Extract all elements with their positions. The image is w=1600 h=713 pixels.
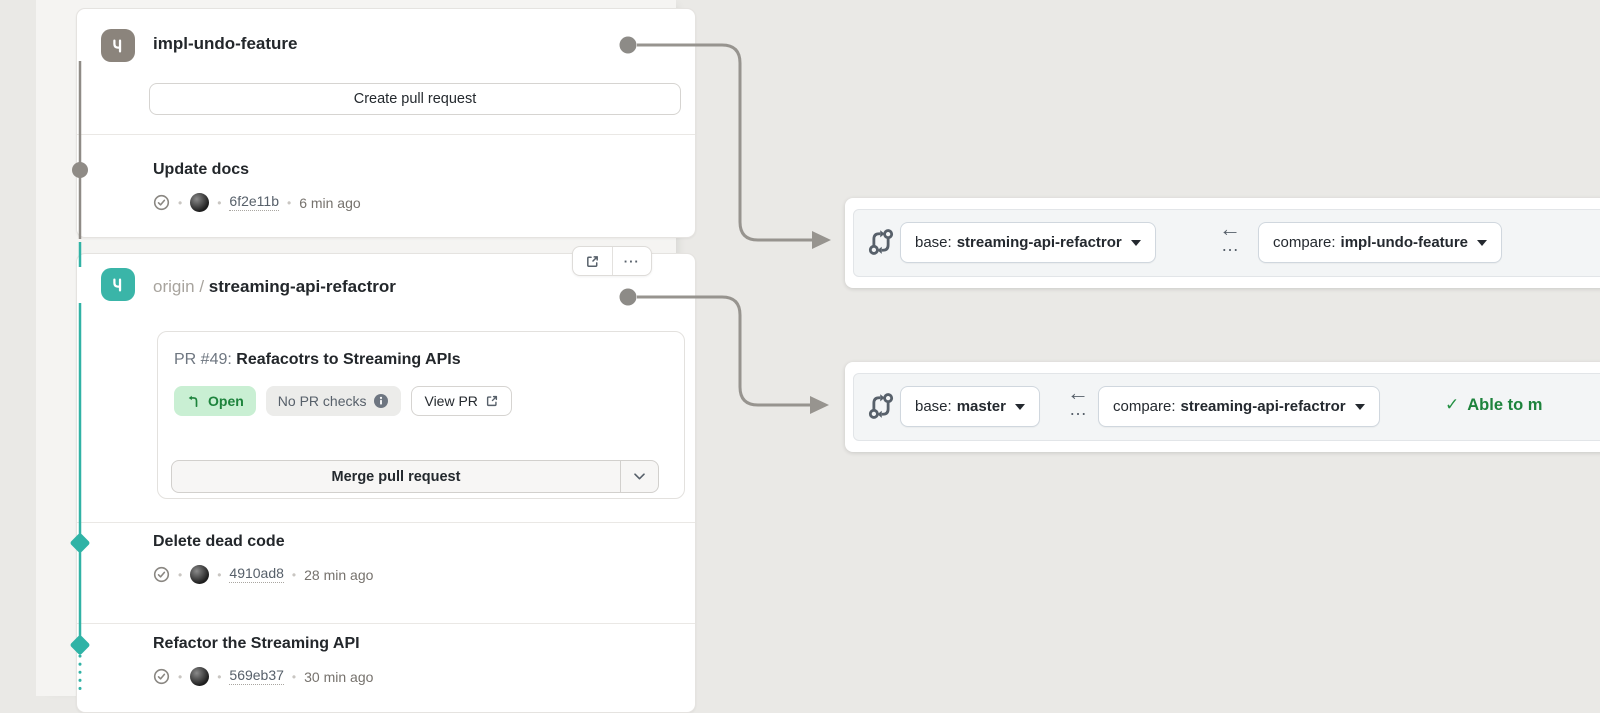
commit-hash-link[interactable]: 6f2e11b	[229, 193, 279, 211]
commit-meta: • • 6f2e11b • 6 min ago	[153, 193, 679, 212]
branch-name: streaming-api-refactror	[208, 277, 396, 296]
path-separator: /	[199, 277, 205, 296]
more-icon: …	[1221, 235, 1239, 255]
merge-status: ✓ Able to m	[1445, 395, 1542, 415]
branch-panel: impl-undo-feature Create pull request Up…	[36, 0, 696, 713]
pr-title: Reafacotrs to Streaming APIs	[236, 351, 461, 368]
ellipsis-icon: ···	[623, 253, 640, 269]
arrowhead	[810, 396, 829, 414]
commit-time: 28 min ago	[304, 566, 374, 583]
more-icon: …	[1069, 399, 1087, 419]
branch-name: impl-undo-feature	[153, 34, 298, 53]
branch-card: origin / streaming-api-refactror PR #49:…	[76, 253, 696, 713]
create-pull-request-button[interactable]: Create pull request	[149, 83, 681, 115]
separator: •	[217, 195, 222, 210]
pr-title-row: PR #49: Reafacotrs to Streaming APIs	[174, 351, 461, 369]
compare-direction: ← …	[1058, 380, 1098, 419]
divider	[77, 623, 695, 624]
commit-title: Refactor the Streaming API	[153, 635, 360, 652]
separator: •	[286, 195, 292, 210]
compare-bar: base: master ← … compare: streaming-api-…	[845, 362, 1600, 452]
merge-pull-request-button[interactable]: Merge pull request	[171, 460, 659, 493]
commit-time: 30 min ago	[304, 668, 374, 685]
check-circle-icon	[153, 194, 170, 211]
merge-options-dropdown[interactable]	[620, 461, 658, 492]
merge-status-label: Able to m	[1467, 395, 1543, 414]
separator: •	[178, 567, 183, 582]
base-branch-name: streaming-api-refactror	[956, 234, 1122, 251]
check-circle-icon	[153, 566, 170, 583]
caret-down-icon	[1014, 403, 1025, 410]
external-link-icon	[486, 395, 497, 407]
base-branch-selector[interactable]: base: streaming-api-refactror	[900, 222, 1156, 263]
commit-hash-link[interactable]: 4910ad8	[229, 565, 284, 583]
git-branch-icon	[101, 29, 135, 62]
pr-checks-badge: No PR checks	[265, 386, 402, 416]
commit-hash-link[interactable]: 569eb37	[229, 667, 284, 685]
caret-down-icon	[1477, 239, 1488, 246]
separator: •	[178, 195, 183, 210]
chevron-down-icon	[634, 473, 645, 480]
avatar	[190, 667, 210, 686]
separator: •	[217, 567, 222, 582]
avatar	[190, 193, 210, 212]
separator: •	[217, 669, 222, 684]
branch-card: impl-undo-feature Create pull request Up…	[76, 8, 696, 238]
compare-branch-selector[interactable]: compare: streaming-api-refactror	[1098, 386, 1380, 427]
base-prefix: base:	[915, 234, 952, 251]
left-arrow-icon: ←	[1219, 216, 1241, 241]
check-circle-icon	[153, 668, 170, 685]
pr-status-badge: Open	[174, 386, 256, 416]
avatar	[190, 565, 210, 584]
remote-name: origin	[153, 277, 195, 296]
card-action-buttons: ···	[572, 246, 652, 276]
pull-request-icon	[188, 395, 198, 407]
commit-title: Delete dead code	[153, 533, 285, 550]
commit-title: Update docs	[153, 161, 250, 178]
left-arrow-icon: ←	[1067, 380, 1089, 405]
divider	[77, 134, 695, 135]
pull-request-card: PR #49: Reafacotrs to Streaming APIs Ope…	[157, 331, 685, 499]
info-icon[interactable]	[373, 393, 389, 409]
separator: •	[178, 669, 183, 684]
git-compare-icon	[868, 393, 894, 419]
commit-time: 6 min ago	[299, 194, 361, 211]
pr-status-label: Open	[208, 393, 244, 409]
base-branch-name: master	[956, 398, 1006, 415]
separator: •	[291, 567, 297, 582]
view-pr-label: View PR	[424, 393, 478, 409]
commit-meta: • • 4910ad8 • 28 min ago	[153, 565, 679, 584]
commit-meta: • • 569eb37 • 30 min ago	[153, 667, 679, 686]
check-icon: ✓	[1445, 395, 1460, 414]
pr-badges: Open No PR checks View PR	[174, 386, 512, 416]
caret-down-icon	[1130, 239, 1141, 246]
caret-down-icon	[1354, 403, 1365, 410]
compare-prefix: compare:	[1273, 234, 1336, 251]
pr-checks-label: No PR checks	[277, 393, 367, 409]
git-compare-icon	[868, 229, 894, 255]
branch-title[interactable]: origin / streaming-api-refactror	[153, 277, 396, 297]
open-external-button[interactable]	[573, 247, 612, 275]
view-pr-button[interactable]: View PR	[411, 386, 512, 416]
separator: •	[291, 669, 297, 684]
git-branch-icon	[101, 268, 135, 301]
compare-branch-selector[interactable]: compare: impl-undo-feature	[1258, 222, 1503, 263]
compare-direction: ← …	[1210, 216, 1250, 255]
commit-row[interactable]: Refactor the Streaming API • • 569eb37 •…	[153, 635, 679, 686]
merge-label: Merge pull request	[331, 468, 461, 485]
commit-row[interactable]: Delete dead code • • 4910ad8 • 28 min ag…	[153, 533, 679, 584]
pr-number-label: PR #49:	[174, 351, 232, 368]
commit-row[interactable]: Update docs • • 6f2e11b • 6 min ago	[153, 161, 679, 212]
compare-branch-name: impl-undo-feature	[1340, 234, 1469, 251]
more-options-button[interactable]: ···	[611, 247, 652, 275]
compare-prefix: compare:	[1113, 398, 1176, 415]
compare-bar: base: streaming-api-refactror ← … compar…	[845, 198, 1600, 288]
arrowhead	[812, 231, 831, 249]
base-branch-selector[interactable]: base: master	[900, 386, 1040, 427]
compare-branch-name: streaming-api-refactror	[1180, 398, 1346, 415]
divider	[77, 522, 695, 523]
branch-title[interactable]: impl-undo-feature	[153, 34, 298, 54]
external-link-icon	[586, 255, 598, 267]
base-prefix: base:	[915, 398, 952, 415]
